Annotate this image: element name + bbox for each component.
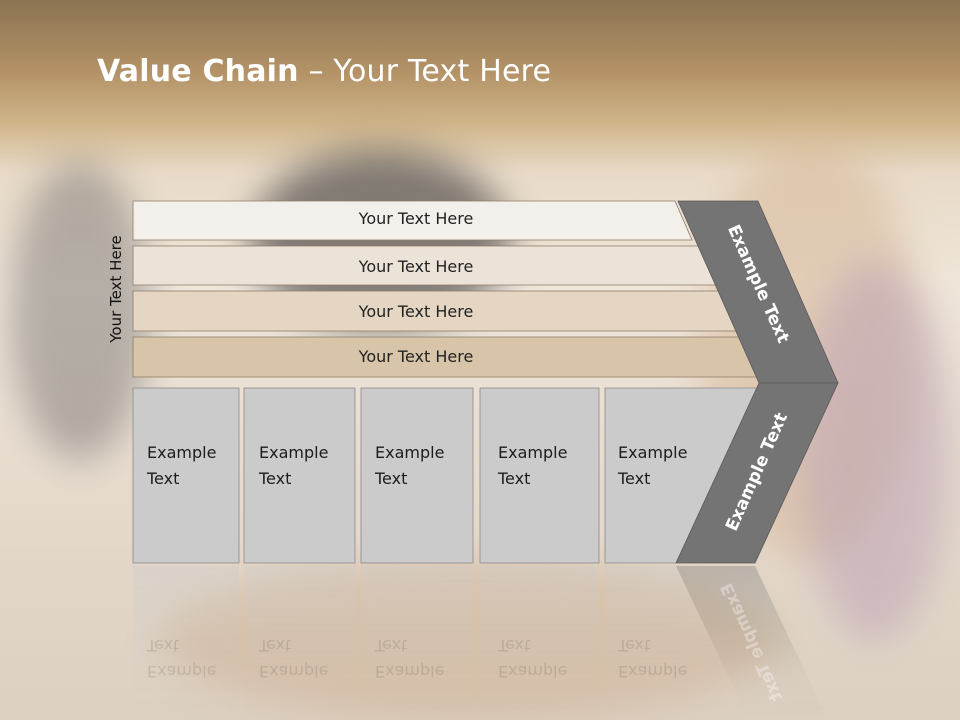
primary-box-4-shape xyxy=(479,387,600,564)
support-row-1-shape xyxy=(132,200,693,241)
support-row-3-label: Your Text Here xyxy=(358,302,474,321)
margin-arrow-lower xyxy=(675,382,839,564)
background-photo-blur xyxy=(10,160,150,460)
support-row-4-label: Your Text Here xyxy=(358,347,474,366)
diagram-reflection xyxy=(133,566,829,720)
primary-box-2-shape xyxy=(243,387,356,564)
primary-box-1-shape xyxy=(132,387,240,564)
page-title: Value Chain – Your Text Here xyxy=(97,54,552,89)
background-photo-blur xyxy=(800,260,950,640)
support-row-1-label: Your Text Here xyxy=(358,209,474,228)
primary-box-3-shape xyxy=(360,387,474,564)
support-row-2-label: Your Text Here xyxy=(358,257,474,276)
